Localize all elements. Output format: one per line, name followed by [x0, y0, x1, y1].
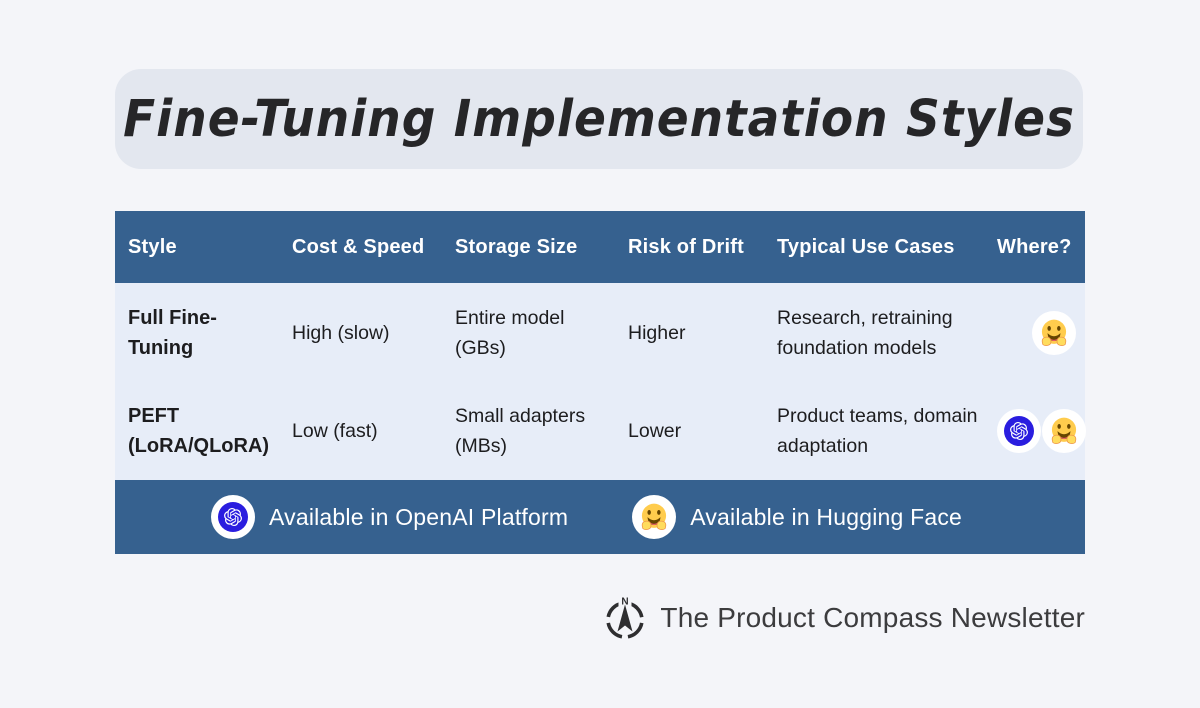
- hugging-face-badge: [632, 495, 677, 539]
- openai-disc: [1004, 416, 1034, 446]
- table-row-full-fine-tuning: Full Fine-Tuning High (slow) Entire mode…: [115, 283, 1085, 382]
- hugging-face-badge: [1032, 310, 1076, 355]
- title-card: Fine-Tuning Implementation Styles: [115, 69, 1083, 169]
- column-header-use-cases: Typical Use Cases: [777, 235, 955, 258]
- openai-disc: [218, 502, 248, 532]
- column-header-style: Style: [128, 235, 177, 258]
- openai-badge: [211, 495, 255, 539]
- column-header-risk-of-drift: Risk of Drift: [628, 235, 744, 258]
- hugging-face-badge: [1042, 409, 1086, 453]
- cell-where: [1032, 310, 1085, 355]
- column-header-cost-speed: Cost & Speed: [292, 235, 425, 258]
- hugging-face-icon: [1049, 416, 1079, 446]
- table-header-row: Style Cost & Speed Storage Size Risk of …: [115, 211, 1085, 283]
- fine-tuning-table: Style Cost & Speed Storage Size Risk of …: [115, 211, 1086, 554]
- cell-use-cases: Product teams, domain adaptation: [777, 405, 978, 457]
- openai-badge: [997, 409, 1041, 453]
- legend-label-openai: Available in OpenAI Platform: [269, 503, 569, 530]
- legend-strip: Available in OpenAI Platform Available i…: [115, 480, 1085, 554]
- cell-style: Full Fine-Tuning: [128, 306, 217, 359]
- table-row-peft: PEFT (LoRA/QLoRA) Low (fast) Small adapt…: [115, 382, 1086, 480]
- cell-risk-of-drift: Higher: [628, 321, 686, 344]
- cell-storage-size: Small adapters (MBs): [455, 405, 586, 457]
- legend-item-openai: Available in OpenAI Platform: [211, 495, 568, 539]
- openai-icon: [224, 508, 242, 526]
- legend-label-hugging-face: Available in Hugging Face: [690, 503, 963, 530]
- cell-use-cases: Research, retraining foundation models: [777, 306, 953, 359]
- cell-storage-size: Entire model (GBs): [455, 306, 565, 359]
- column-header-storage-size: Storage Size: [455, 235, 578, 258]
- openai-icon: [1010, 422, 1028, 440]
- cell-risk-of-drift: Lower: [628, 420, 682, 442]
- hugging-face-icon: [639, 502, 669, 532]
- legend-item-hugging-face: Available in Hugging Face: [632, 495, 962, 539]
- column-header-where: Where?: [997, 235, 1072, 258]
- hugging-face-icon: [1039, 318, 1069, 348]
- footer-brand: The Product Compass Newsletter: [602, 595, 1085, 641]
- footer-brand-text: The Product Compass Newsletter: [660, 602, 1085, 633]
- cell-where: [997, 409, 1095, 453]
- table-body: Full Fine-Tuning High (slow) Entire mode…: [115, 283, 1086, 480]
- page-title: Fine-Tuning Implementation Styles: [123, 89, 1075, 149]
- compass-icon: [602, 595, 648, 641]
- cell-cost-speed: High (slow): [292, 321, 390, 344]
- cell-cost-speed: Low (fast): [292, 420, 378, 442]
- cell-style: PEFT (LoRA/QLoRA): [128, 405, 270, 457]
